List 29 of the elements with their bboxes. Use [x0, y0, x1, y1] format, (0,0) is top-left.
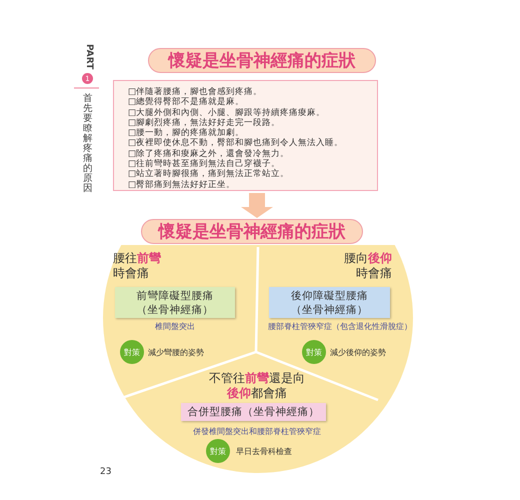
- node-label: 椎間盤突出: [155, 321, 195, 332]
- checklist-item: □夜裡即使休息不動，臀部和腳也痛到令人無法入睡。: [128, 138, 344, 148]
- checklist-item: □腰一動，腳的疼痛就加劇。: [128, 128, 244, 138]
- title-banner: 懷疑是坐骨神經痛的症狀: [141, 219, 363, 244]
- page-number: 23: [100, 467, 112, 477]
- heading: 腰向後仰時會痛: [343, 251, 392, 281]
- checklist-item: □往前彎時甚至痛到無法自己穿襪子。: [128, 159, 282, 170]
- checklist-item: □腳劇烈疼痛，無法好好走完一段路。: [128, 118, 282, 128]
- checklist-item: □臀部痛到無法好好正坐。: [128, 180, 236, 190]
- checklist-item: □伴隨著腰痛，腳也會感到疼痛。: [128, 87, 264, 97]
- node-label: 減少彎腰的姿勢: [148, 347, 204, 358]
- checklist-item: □除了疼痛和痠麻之外，還會發冷無力。: [128, 148, 290, 159]
- heading: 腰往前彎時會痛: [113, 251, 162, 281]
- title-banner: 懷疑是坐骨神經痛的症狀: [148, 48, 376, 73]
- node-label: 腰部脊柱管狹窄症（包含退化性滑脫症）: [268, 321, 412, 332]
- type-box: 前彎障礙型腰痛（坐骨神經痛）: [115, 287, 235, 318]
- node-label: 早日去骨科檢查: [236, 446, 292, 457]
- node-label: 減少後仰的姿勢: [330, 347, 386, 358]
- type-box: 合併型腰痛（坐骨神經痛）: [181, 403, 326, 421]
- checklist-item: □總覺得臀部不是痛就是麻。: [128, 97, 246, 108]
- type-box: 後仰障礙型腰痛（坐骨神經痛）: [269, 287, 390, 318]
- chapter-title: 首先要瞭解疼痛的原因: [83, 94, 94, 194]
- block-arrow: [241, 193, 273, 218]
- part-label: PART: [84, 44, 94, 70]
- checklist-item: □站立著時腳很痛，痛到無法正常站立。: [128, 169, 290, 180]
- node-label: 併發椎間盤突出和腰部脊柱管狹窄症: [193, 426, 321, 437]
- heading: 不管往前彎還是向後仰都會痛: [208, 371, 306, 401]
- checklist-item: □大腿外側和內側、小腿、腳跟等持續疼痛痠麻。: [128, 108, 326, 118]
- checklist-box: [113, 80, 378, 191]
